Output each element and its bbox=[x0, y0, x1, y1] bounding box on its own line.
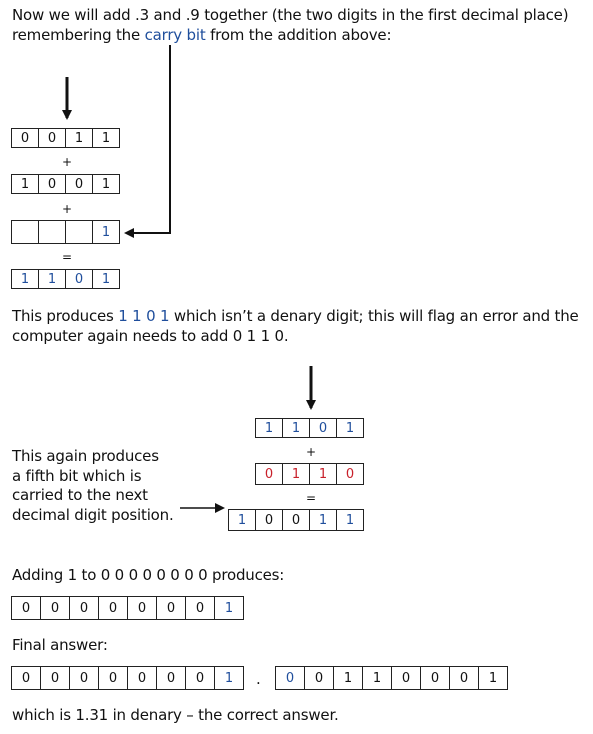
cell: 0 bbox=[65, 269, 93, 289]
cell: 1 bbox=[333, 666, 363, 690]
cell: 0 bbox=[185, 596, 215, 620]
intro-line-2: remembering the carry bit from the addit… bbox=[12, 25, 392, 45]
cell: 1 bbox=[255, 418, 283, 438]
equals-sign: = bbox=[305, 491, 317, 505]
addition1-result-row: 1 1 0 1 bbox=[11, 269, 120, 289]
cell: 0 bbox=[40, 666, 70, 690]
cell: 1 bbox=[92, 174, 120, 194]
cell: 1 bbox=[336, 418, 364, 438]
addition1-row-b: 1 0 0 1 bbox=[11, 174, 120, 194]
cell: 0 bbox=[156, 596, 186, 620]
produces-line-1: This produces 1 1 0 1 which isn’t a dena… bbox=[12, 306, 579, 326]
cell: 0 bbox=[282, 509, 310, 531]
cell: 0 bbox=[11, 128, 39, 148]
cell: 0 bbox=[255, 463, 283, 485]
cell: 1 bbox=[362, 666, 392, 690]
cell: 1 bbox=[38, 269, 66, 289]
cell: 1 bbox=[228, 509, 256, 531]
equals-sign: = bbox=[61, 250, 73, 264]
cell: 0 bbox=[127, 596, 157, 620]
addition1-carry-row: 1 bbox=[11, 220, 120, 244]
cell: 0 bbox=[127, 666, 157, 690]
cell: 0 bbox=[38, 174, 66, 194]
adding-text: Adding 1 to 0 0 0 0 0 0 0 0 produces: bbox=[12, 566, 285, 584]
adding-row: 0 0 0 0 0 0 0 1 bbox=[11, 596, 244, 620]
addition2-result-row: 1 0 0 1 1 bbox=[228, 509, 364, 531]
cell bbox=[65, 220, 93, 244]
cell: 0 bbox=[156, 666, 186, 690]
carry-connector-arrow bbox=[124, 45, 171, 238]
cell: 1 bbox=[214, 596, 244, 620]
cell: 0 bbox=[65, 174, 93, 194]
cell: 1 bbox=[282, 418, 310, 438]
cell: 1 bbox=[92, 128, 120, 148]
final-fraction-row: 0 0 1 1 0 0 0 1 bbox=[275, 666, 508, 690]
cell: 0 bbox=[304, 666, 334, 690]
final-label: Final answer: bbox=[12, 636, 108, 654]
cell: 1 bbox=[309, 463, 337, 485]
cell: 0 bbox=[336, 463, 364, 485]
side-note-line: This again produces bbox=[12, 447, 159, 465]
cell bbox=[38, 220, 66, 244]
carry-bit-term: carry bit bbox=[144, 26, 206, 44]
cell: 1 bbox=[282, 463, 310, 485]
addition2-row-a: 1 1 0 1 bbox=[255, 418, 364, 438]
intro-line-1: Now we will add .3 and .9 together (the … bbox=[12, 6, 569, 24]
cell: 1 bbox=[336, 509, 364, 531]
carry-cell: 1 bbox=[92, 220, 120, 244]
produces-highlight: 1 1 0 1 bbox=[118, 307, 170, 325]
intro-line-2-start: remembering the bbox=[12, 26, 145, 44]
produces-line-2: computer again needs to add 0 1 1 0. bbox=[12, 327, 289, 345]
addition1-row-a: 0 0 1 1 bbox=[11, 128, 120, 148]
produces-start: This produces bbox=[12, 307, 119, 325]
cell: 1 bbox=[309, 509, 337, 531]
cell: 0 bbox=[40, 596, 70, 620]
cell: 0 bbox=[185, 666, 215, 690]
plus-sign: + bbox=[61, 202, 73, 216]
cell: 0 bbox=[69, 666, 99, 690]
cell: 0 bbox=[275, 666, 305, 690]
cell: 1 bbox=[92, 269, 120, 289]
cell: 1 bbox=[65, 128, 93, 148]
final-integer-row: 0 0 0 0 0 0 0 1 bbox=[11, 666, 244, 690]
plus-sign: + bbox=[61, 155, 73, 169]
cell: 0 bbox=[449, 666, 479, 690]
cell: 0 bbox=[11, 666, 41, 690]
cell: 0 bbox=[309, 418, 337, 438]
cell: 0 bbox=[38, 128, 66, 148]
cell: 0 bbox=[98, 666, 128, 690]
cell: 1 bbox=[214, 666, 244, 690]
side-note-line: a fifth bit which is bbox=[12, 467, 142, 485]
side-note-line: decimal digit position. bbox=[12, 506, 174, 524]
intro-line-2-end: from the addition above: bbox=[205, 26, 392, 44]
cell: 1 bbox=[11, 174, 39, 194]
cell: 0 bbox=[11, 596, 41, 620]
cell bbox=[11, 220, 39, 244]
side-note-line: carried to the next bbox=[12, 486, 148, 504]
cell: 0 bbox=[69, 596, 99, 620]
conclusion-text: which is 1.31 in denary – the correct an… bbox=[12, 706, 339, 724]
decimal-point: . bbox=[256, 670, 261, 688]
cell: 0 bbox=[255, 509, 283, 531]
produces-end: which isn’t a denary digit; this will fl… bbox=[169, 307, 579, 325]
cell: 1 bbox=[478, 666, 508, 690]
cell: 0 bbox=[420, 666, 450, 690]
addition2-row-b: 0 1 1 0 bbox=[255, 463, 364, 485]
cell: 0 bbox=[98, 596, 128, 620]
cell: 1 bbox=[11, 269, 39, 289]
cell: 0 bbox=[391, 666, 421, 690]
plus-sign: + bbox=[305, 445, 317, 459]
